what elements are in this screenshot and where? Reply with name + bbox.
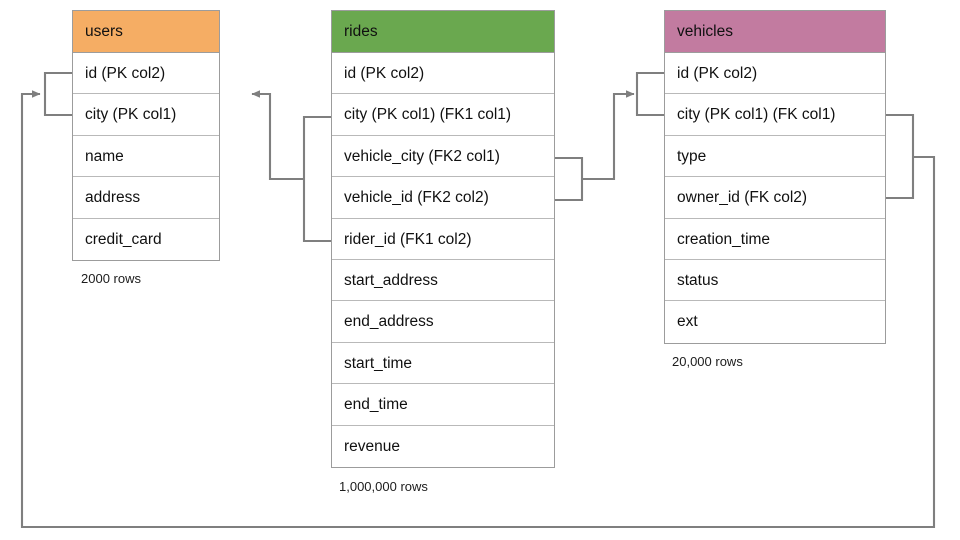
row-count-users: 2000 rows <box>81 271 141 286</box>
field-row[interactable]: ext <box>677 313 698 331</box>
field-row[interactable]: city (PK col1) <box>73 94 219 136</box>
rides-right-bracket <box>555 156 584 202</box>
field-row[interactable]: status <box>665 260 885 302</box>
field-row[interactable]: id (PK col2) <box>665 53 885 95</box>
field-row[interactable]: type <box>665 136 885 178</box>
users-left-bracket <box>43 71 72 117</box>
field-row[interactable]: name <box>73 136 219 178</box>
entity-table-users[interactable]: users id (PK col2) city (PK col1) name a… <box>72 10 220 261</box>
connector-vehicles-to-users <box>20 90 936 529</box>
entity-table-vehicles[interactable]: vehicles id (PK col2) city (PK col1) (FK… <box>664 10 886 344</box>
field-row[interactable]: id (PK col2) <box>332 53 554 95</box>
field-row[interactable]: address <box>73 177 219 219</box>
field-row[interactable]: owner_id (FK col2) <box>665 177 885 219</box>
rides-left-bracket <box>302 115 331 243</box>
field-row[interactable]: credit_card <box>85 230 162 248</box>
field-row[interactable]: revenue <box>344 437 401 455</box>
field-row[interactable]: start_time <box>332 343 554 385</box>
field-row[interactable]: end_address <box>332 301 554 343</box>
field-row[interactable]: city (PK col1) (FK1 col1) <box>332 94 554 136</box>
row-count-vehicles: 20,000 rows <box>672 354 743 369</box>
connector-rides-to-vehicles <box>582 90 635 181</box>
entity-table-rides[interactable]: rides id (PK col2) city (PK col1) (FK1 c… <box>331 10 555 468</box>
field-row[interactable]: city (PK col1) (FK col1) <box>665 94 885 136</box>
field-row[interactable]: rider_id (FK1 col2) <box>332 219 554 260</box>
field-row[interactable]: start_address <box>332 260 554 302</box>
row-count-rides: 1,000,000 rows <box>339 479 428 494</box>
vehicles-left-bracket <box>635 71 664 117</box>
table-title-rides: rides <box>332 11 554 53</box>
table-title-vehicles: vehicles <box>665 11 885 53</box>
field-row[interactable]: creation_time <box>665 219 885 260</box>
field-row[interactable]: end_time <box>332 384 554 426</box>
table-title-users: users <box>73 11 219 53</box>
field-row[interactable]: vehicle_city (FK2 col1) <box>332 136 554 178</box>
vehicles-right-bracket <box>886 113 915 200</box>
connector-rides-to-users <box>251 90 304 181</box>
field-row[interactable]: id (PK col2) <box>73 53 219 95</box>
field-row[interactable]: vehicle_id (FK2 col2) <box>332 177 554 219</box>
